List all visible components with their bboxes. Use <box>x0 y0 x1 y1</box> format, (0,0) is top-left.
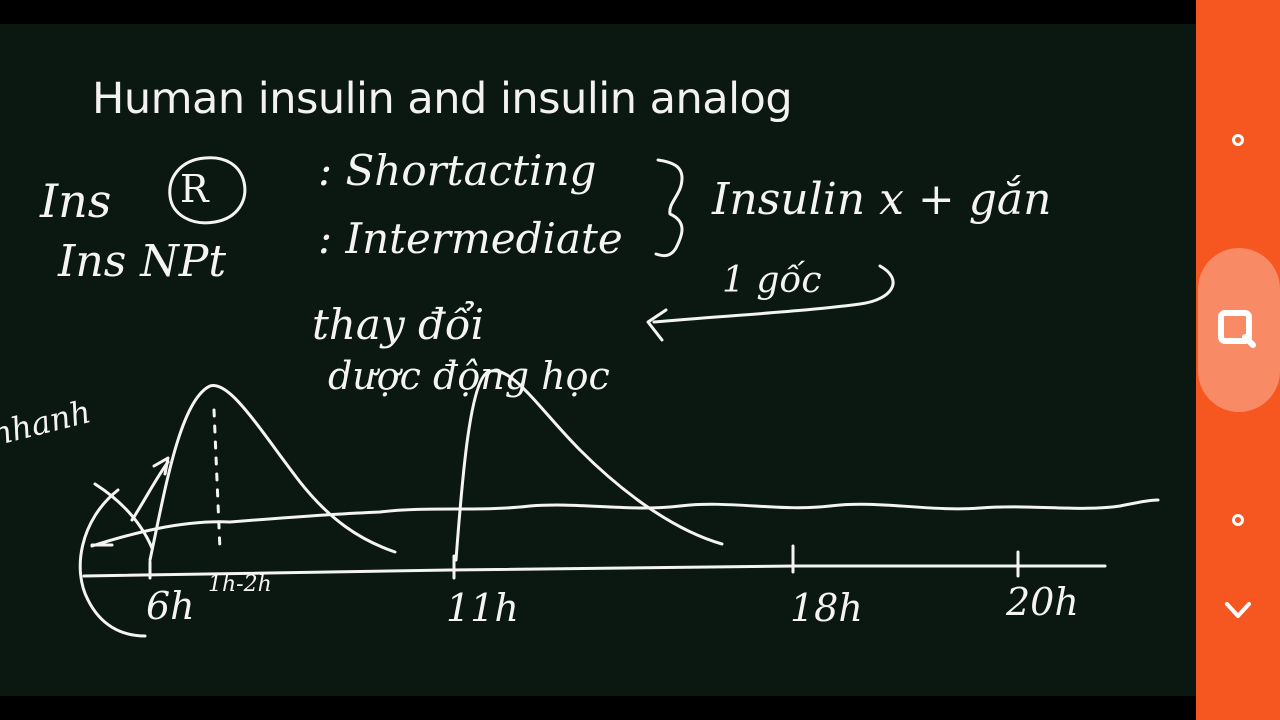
hw-thay-doi: thay đổi <box>312 300 485 349</box>
hw-tick-6h: 6h <box>146 584 195 628</box>
hw-tick-18h: 18h <box>790 586 863 630</box>
hw-duoc-dong-hoc: dược động học <box>328 354 610 398</box>
hw-tick-20h: 20h <box>1006 580 1079 624</box>
hw-tick-11h: 11h <box>446 586 519 630</box>
small-arrow <box>93 482 154 550</box>
side-panel <box>1196 0 1280 720</box>
peak-intermediate <box>454 369 724 562</box>
small-arrow-2 <box>130 460 170 522</box>
circle-button-top[interactable] <box>1196 118 1280 162</box>
arrow-head <box>646 308 668 342</box>
curly-brace <box>654 158 684 258</box>
basal-curve <box>90 498 1160 548</box>
hw-r-circle: R <box>180 167 209 211</box>
whiteboard-strokes <box>78 156 1160 638</box>
hw-intermediate: : Intermediate <box>318 214 623 263</box>
search-icon <box>1218 310 1256 348</box>
circle-icon <box>1232 514 1244 526</box>
slide-title: Human insulin and insulin analog <box>92 74 793 124</box>
hw-tick-6h-sup: 1h-2h <box>208 572 272 597</box>
peak-short-acting <box>148 384 397 562</box>
blackboard: Human insulin and insulin analog Ins R I… <box>0 24 1196 696</box>
chevron-down-icon <box>1225 602 1251 618</box>
r-circle-stroke <box>168 156 247 225</box>
circle-button-bottom[interactable] <box>1196 498 1280 542</box>
hw-insulin-gan: Insulin x + gắn <box>712 174 1052 225</box>
hw-mot-goc: 1 gốc <box>722 260 822 301</box>
time-axis <box>82 564 1107 578</box>
hw-short-acting: : Shortacting <box>318 146 597 195</box>
video-frame: Human insulin and insulin analog Ins R I… <box>0 24 1196 696</box>
arrow-stroke <box>652 264 895 324</box>
hw-ins-npt: Ins NPt <box>58 236 227 287</box>
active-pill <box>1198 248 1280 412</box>
left-bracket <box>78 488 147 638</box>
peak-1-dash <box>212 408 222 552</box>
hw-ins-r: Ins <box>40 174 112 228</box>
circle-icon <box>1232 134 1244 146</box>
small-arrow-head <box>152 456 170 476</box>
chevron-down-button[interactable] <box>1196 588 1280 632</box>
search-button[interactable] <box>1196 300 1280 360</box>
